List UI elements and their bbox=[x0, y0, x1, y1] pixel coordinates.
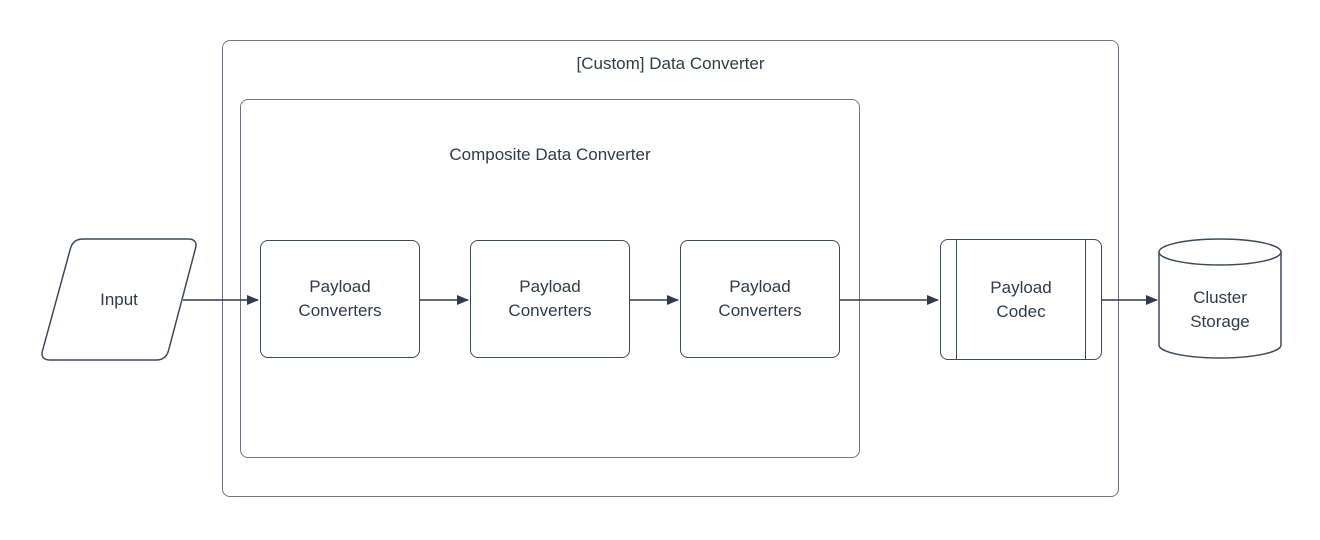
codec-right-bar bbox=[1085, 240, 1086, 359]
payload-converters-node-1: Payload Converters bbox=[260, 240, 420, 358]
codec-left-bar bbox=[956, 240, 957, 359]
payload-converters-node-2: Payload Converters bbox=[470, 240, 630, 358]
composite-data-converter-group: Composite Data Converter bbox=[240, 99, 860, 458]
payload-codec-node: Payload Codec bbox=[940, 239, 1102, 360]
composite-data-converter-label: Composite Data Converter bbox=[449, 145, 651, 164]
payload-converters-label-3: Payload Converters bbox=[718, 277, 802, 320]
payload-codec-label: Payload Codec bbox=[990, 277, 1052, 321]
input-node-label-wrap: Input bbox=[59, 288, 179, 312]
payload-converters-label-1: Payload Converters bbox=[298, 277, 382, 320]
custom-data-converter-group: [Custom] Data Converter bbox=[222, 40, 1119, 497]
payload-converters-label-2: Payload Converters bbox=[508, 277, 592, 320]
cluster-storage-label-wrap: Cluster Storage bbox=[1170, 274, 1270, 346]
payload-converters-node-3: Payload Converters bbox=[680, 240, 840, 358]
cluster-storage-cylinder-top bbox=[1158, 238, 1282, 266]
input-node-label: Input bbox=[100, 290, 138, 309]
custom-data-converter-label: [Custom] Data Converter bbox=[576, 54, 765, 73]
cluster-storage-label: Cluster Storage bbox=[1190, 288, 1250, 331]
